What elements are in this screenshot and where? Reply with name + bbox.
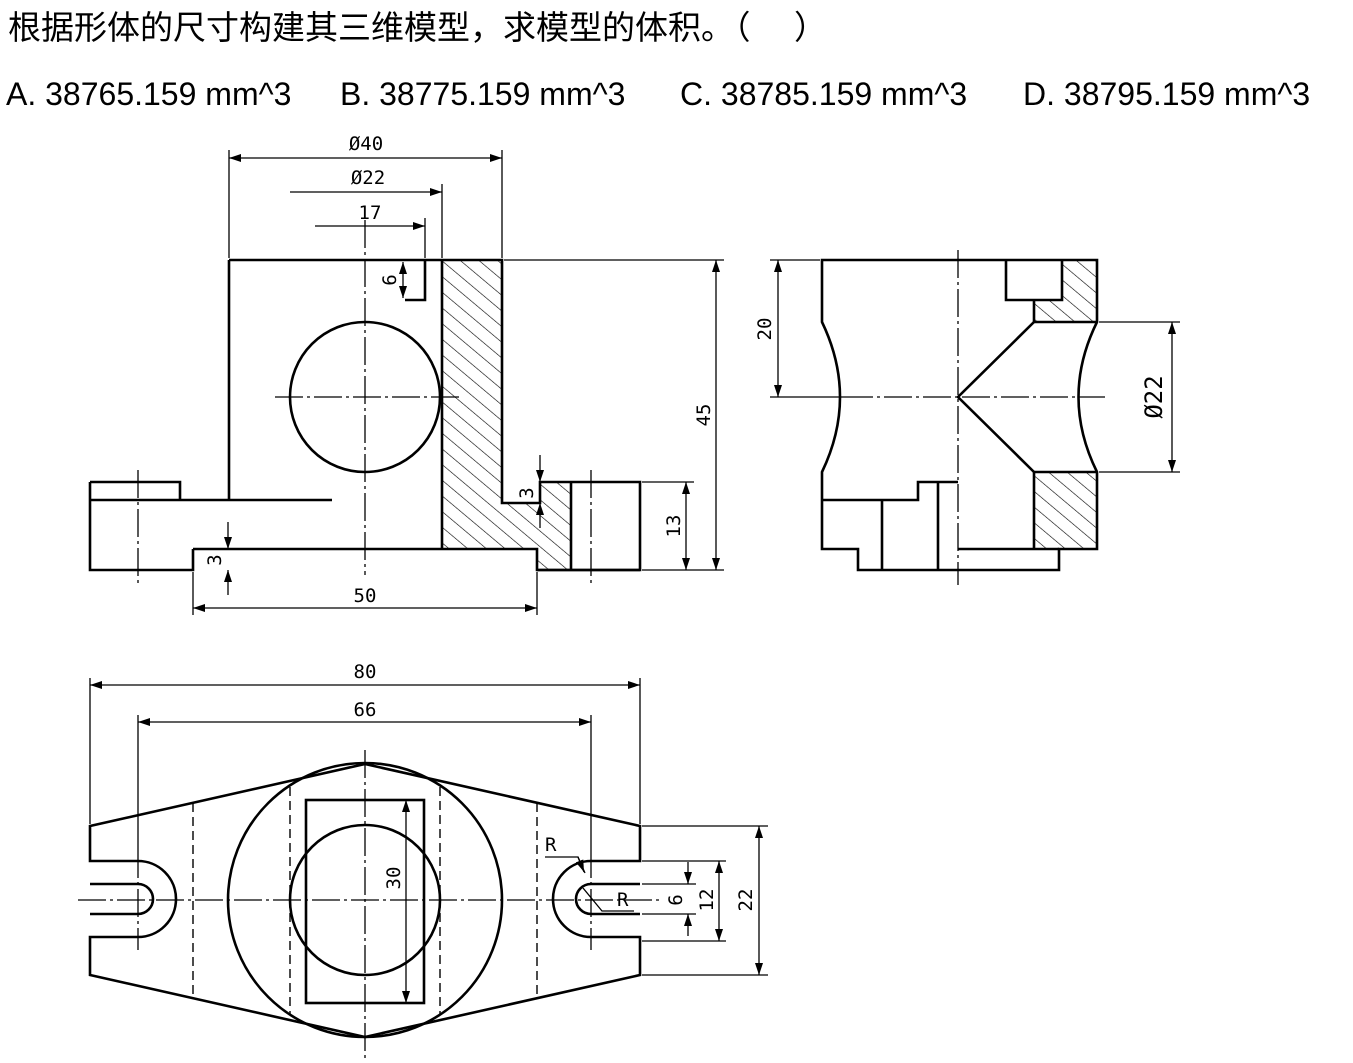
front-left-lug — [88, 480, 229, 572]
side-dimensions: 20 Ø22 — [754, 259, 1180, 473]
top-dimensions: 80 66 30 R R 6 12 22 — [89, 661, 768, 1003]
dim-13: 13 — [663, 515, 685, 538]
dim-20: 20 — [754, 318, 776, 341]
front-outline — [193, 258, 642, 572]
dim-3-right: 3 — [516, 487, 538, 498]
dim-dia-40: Ø40 — [349, 133, 383, 155]
option-a[interactable]: A. 38765.159 mm^3 — [6, 76, 292, 112]
dim-radius-outer: R — [545, 834, 557, 856]
side-hatch-bottom — [1034, 472, 1097, 549]
dim-30: 30 — [383, 867, 405, 890]
dim-6-depth: 6 — [379, 274, 401, 285]
dim-3-base: 3 — [204, 554, 226, 565]
dim-80: 80 — [354, 661, 377, 683]
option-b[interactable]: B. 38775.159 mm^3 — [340, 76, 626, 112]
side-hatch-top — [1034, 260, 1097, 322]
front-hatch-wall — [442, 260, 571, 570]
dim-dia-22-side: Ø22 — [1140, 375, 1168, 418]
dim-50: 50 — [354, 585, 377, 607]
dim-dia-22-front: Ø22 — [351, 167, 385, 189]
question-text: 根据形体的尺寸构建其三维模型，求模型的体积。（ ） — [8, 8, 827, 47]
dim-12: 12 — [696, 889, 718, 912]
dim-radius-inner: R — [617, 889, 629, 911]
option-d[interactable]: D. 38795.159 mm^3 — [1023, 76, 1311, 112]
dim-17: 17 — [359, 202, 382, 224]
top-outline — [88, 762, 642, 1039]
dim-45: 45 — [693, 404, 715, 427]
dim-22: 22 — [735, 889, 757, 912]
option-c[interactable]: C. 38785.159 mm^3 — [680, 76, 968, 112]
front-view — [88, 220, 642, 585]
front-dimensions: Ø40 Ø22 17 6 45 13 3 3 50 — [192, 133, 724, 615]
side-view — [820, 250, 1105, 585]
top-view — [78, 750, 660, 1058]
dim-66: 66 — [354, 699, 377, 721]
dim-6-slot: 6 — [665, 894, 687, 905]
